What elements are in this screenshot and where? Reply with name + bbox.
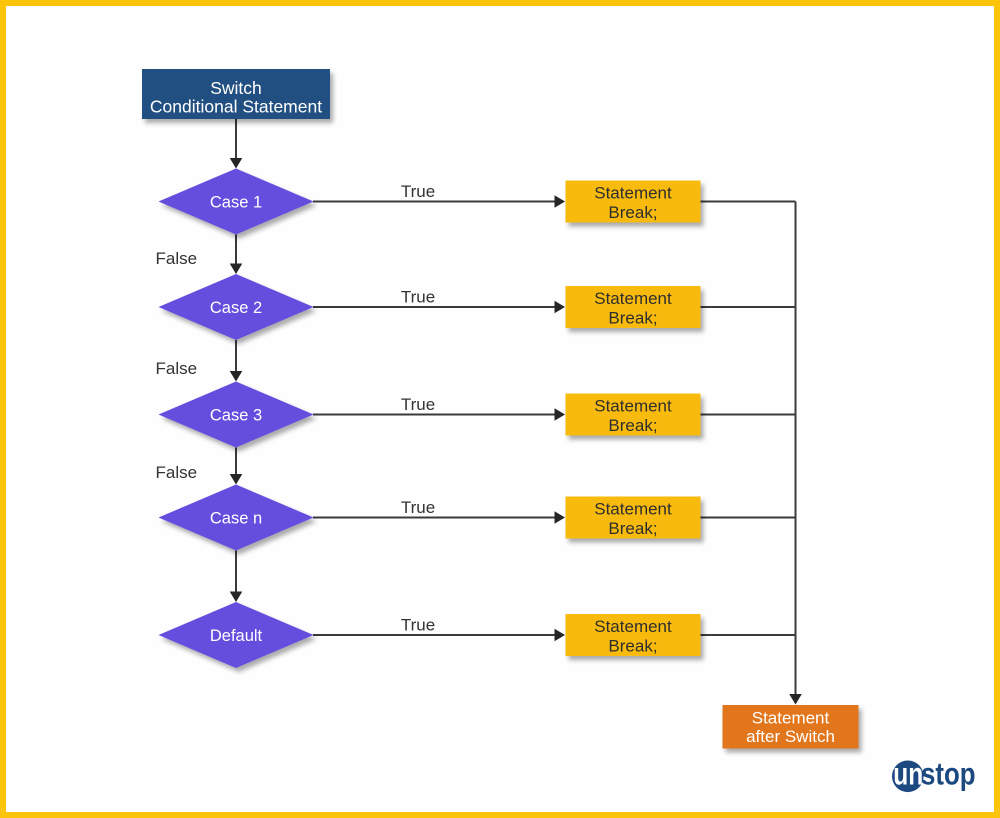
svg-text:Switch: Switch (210, 78, 262, 98)
svg-text:after Switch: after Switch (746, 727, 835, 746)
svg-text:Break;: Break; (608, 519, 657, 538)
svg-text:Statement: Statement (594, 500, 672, 519)
svg-text:Statement: Statement (752, 709, 830, 728)
svg-text:Break;: Break; (608, 637, 657, 656)
svg-text:Statement: Statement (594, 397, 672, 416)
svg-text:Case n: Case n (210, 510, 262, 528)
svg-text:Break;: Break; (608, 416, 657, 435)
svg-text:True: True (401, 616, 435, 635)
svg-text:Break;: Break; (608, 203, 657, 222)
svg-text:Statement: Statement (594, 184, 672, 203)
svg-text:True: True (401, 498, 435, 517)
svg-text:False: False (156, 359, 198, 378)
svg-text:False: False (156, 249, 198, 268)
svg-text:Statement: Statement (594, 289, 672, 308)
svg-text:Case 2: Case 2 (210, 299, 262, 317)
svg-text:False: False (156, 463, 198, 482)
svg-text:Statement: Statement (594, 617, 672, 636)
svg-text:Case 1: Case 1 (210, 194, 262, 212)
svg-text:stop: stop (921, 757, 976, 792)
svg-text:Conditional Statement: Conditional Statement (150, 97, 322, 117)
svg-text:Break;: Break; (608, 309, 657, 328)
svg-text:True: True (401, 182, 435, 201)
svg-text:un: un (893, 756, 923, 792)
svg-text:Default: Default (210, 627, 263, 645)
svg-text:Case 3: Case 3 (210, 407, 262, 425)
svg-text:True: True (401, 288, 435, 307)
svg-text:True: True (401, 395, 435, 414)
